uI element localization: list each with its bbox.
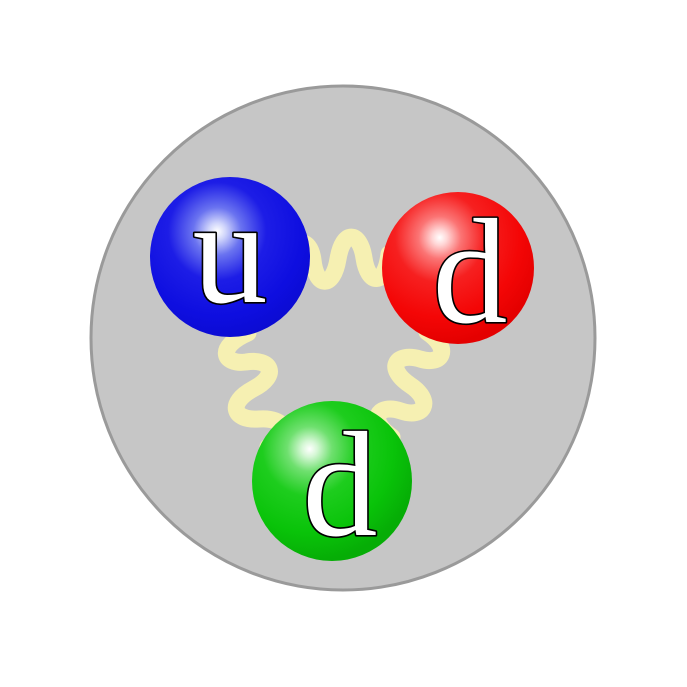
gluon-down-red-to-down-green: [369, 323, 451, 446]
quark-label-down-red: d: [433, 189, 508, 355]
gluon-up-to-down-green: [217, 324, 292, 456]
quark-down-red: d: [382, 187, 534, 357]
quark-down-green: d: [252, 400, 412, 570]
quark-label-down-green: d: [303, 402, 378, 568]
quark-sphere-green: [252, 401, 412, 561]
quark-up-blue: u: [150, 167, 310, 337]
quark-group: u d d: [150, 167, 534, 570]
quark-sphere-blue: [150, 177, 310, 337]
quark-label-up: u: [193, 169, 268, 335]
quark-sphere-red: [382, 192, 534, 344]
